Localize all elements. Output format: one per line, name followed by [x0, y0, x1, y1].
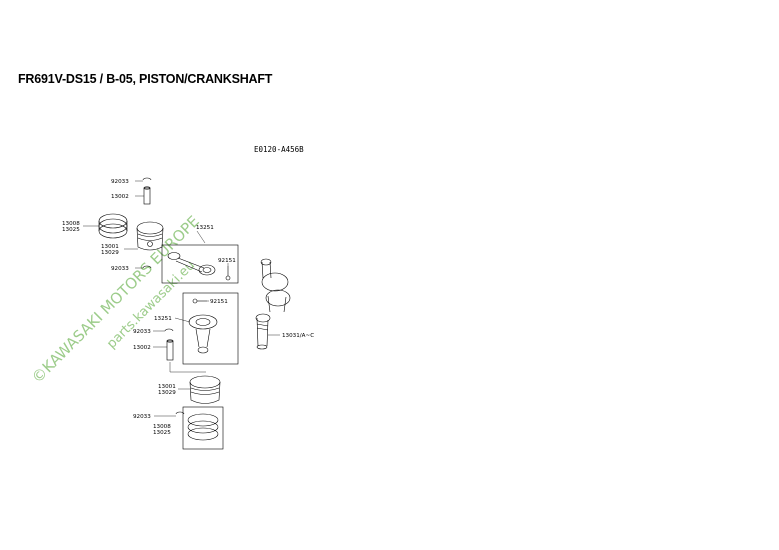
clip-upper-part: [142, 177, 152, 181]
label-piston-lower-b: 13029: [158, 390, 176, 396]
label-rings-lower-a: 13008: [153, 424, 171, 430]
label-clip-upper: 92033: [111, 179, 129, 185]
label-piston-lower-a: 13001: [158, 384, 176, 390]
conrod-upper-part: [167, 252, 216, 276]
label-rod-upper: 13251: [196, 225, 214, 231]
clip-lower-2-part: [175, 411, 185, 415]
label-pin-upper: 13002: [111, 194, 129, 200]
label-crankshaft: 13031/A~C: [282, 333, 314, 339]
label-clip-lower-2: 92033: [133, 414, 151, 420]
crankshaft-part: [255, 258, 291, 350]
label-rings-upper-a: 13008: [62, 221, 80, 227]
piston-lower-part: [189, 375, 221, 404]
conrod-lower-part: [188, 314, 218, 354]
bolt-upper-part: [225, 266, 231, 281]
piston-pin-lower-part: [166, 339, 174, 361]
page-title: FR691V-DS15 / B-05, PISTON/CRANKSHAFT: [18, 72, 273, 86]
rings-lower-box: [182, 406, 224, 450]
label-piston-upper-a: 13001: [101, 244, 119, 250]
watermark: ©KAWASAKI MOTORS EUROPE parts.kawasaki.e…: [28, 212, 203, 387]
conrod-upper-box: [161, 244, 239, 284]
label-clip-upper-2: 92033: [111, 266, 129, 272]
clip-lower-part: [164, 328, 174, 332]
label-rings-lower-b: 13025: [153, 430, 171, 436]
part-labels: 92033 13002 13008 13025 13001 13029 9203…: [62, 179, 314, 436]
piston-rings-upper: [98, 213, 128, 239]
label-bolt-lower: 92151: [210, 299, 228, 305]
watermark-line1: ©KAWASAKI MOTORS EUROPE: [28, 212, 203, 387]
label-bolt-upper: 92151: [218, 258, 236, 264]
piston-pin-upper-part: [143, 186, 151, 205]
label-rings-upper-b: 13025: [62, 227, 80, 233]
label-pin-lower: 13002: [133, 345, 151, 351]
clip-upper-2-part: [142, 265, 152, 269]
label-piston-upper-b: 13029: [101, 250, 119, 256]
piston-rings-lower: [187, 413, 219, 441]
label-clip-lower: 92033: [133, 329, 151, 335]
conrod-lower-box: [182, 292, 239, 365]
label-rod-lower: 13251: [154, 316, 172, 322]
bolt-lower-part: [192, 298, 207, 304]
diagram-code: E0120-A456B: [254, 145, 304, 154]
